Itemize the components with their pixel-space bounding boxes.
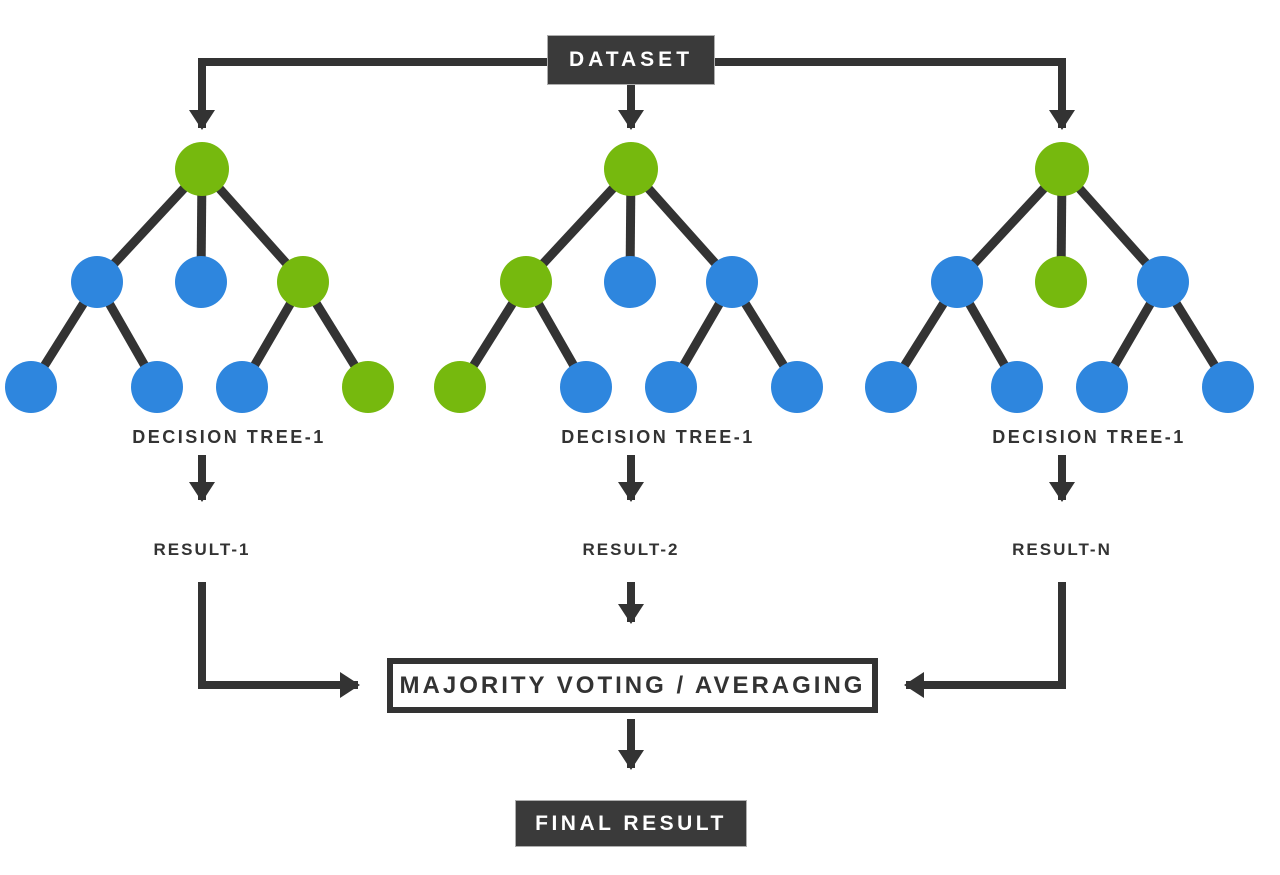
- tree-node-green: [604, 142, 658, 196]
- tree-node-green: [1035, 256, 1087, 308]
- tree-node-blue: [771, 361, 823, 413]
- tree-node-blue: [931, 256, 983, 308]
- tree-node-green: [434, 361, 486, 413]
- tree-node-blue: [560, 361, 612, 413]
- tree-node-blue: [1202, 361, 1254, 413]
- result-label-2: RESULT-2: [582, 540, 680, 559]
- tree-label-3: DECISION TREE-1: [992, 427, 1186, 447]
- tree-node-green: [175, 142, 229, 196]
- tree-node-blue: [604, 256, 656, 308]
- result-label-1: RESULT-1: [153, 540, 251, 559]
- decision-tree-1: [5, 142, 394, 413]
- tree-node-blue: [131, 361, 183, 413]
- final-result-box: FINAL RESULT: [515, 800, 747, 847]
- majority-voting-box: MAJORITY VOTING / AVERAGING: [387, 658, 878, 713]
- arrow-result-1-to-majority: [198, 582, 360, 698]
- tree-node-blue: [865, 361, 917, 413]
- tree-node-blue: [175, 256, 227, 308]
- tree-node-blue: [1076, 361, 1128, 413]
- tree-node-blue: [1137, 256, 1189, 308]
- tree-node-blue: [706, 256, 758, 308]
- tree-label-2: DECISION TREE-1: [561, 427, 755, 447]
- tree-node-blue: [5, 361, 57, 413]
- tree-node-blue: [71, 256, 123, 308]
- tree-node-blue: [645, 361, 697, 413]
- tree-node-blue: [216, 361, 268, 413]
- tree-node-green: [500, 256, 552, 308]
- arrow-result-n-to-majority: [904, 582, 1066, 698]
- tree-node-green: [277, 256, 329, 308]
- decision-tree-3: [865, 142, 1254, 413]
- tree-label-1: DECISION TREE-1: [132, 427, 326, 447]
- tree-node-blue: [991, 361, 1043, 413]
- dataset-box: DATASET: [547, 35, 715, 85]
- tree-node-green: [1035, 142, 1089, 196]
- decision-tree-2: [434, 142, 823, 413]
- tree-node-green: [342, 361, 394, 413]
- result-label-n: RESULT-N: [1012, 540, 1112, 559]
